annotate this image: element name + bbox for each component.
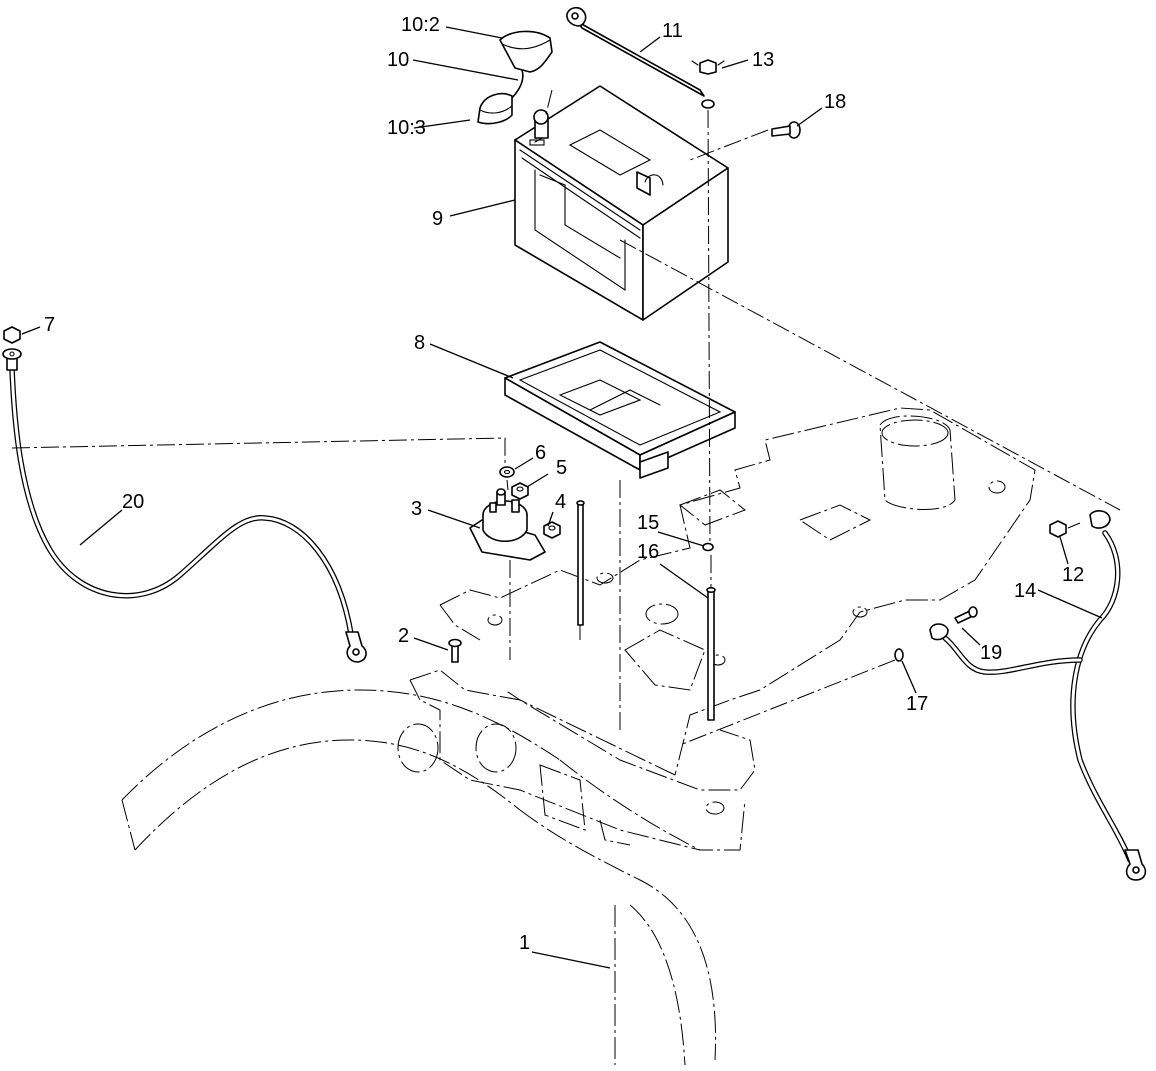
- leader-lines: [21, 26, 1103, 969]
- callout-10-2: 10:2: [401, 14, 440, 36]
- callout-14: 14: [1014, 580, 1036, 602]
- callout-1: 1: [519, 932, 530, 954]
- callout-15: 15: [637, 512, 659, 534]
- callout-11: 11: [662, 20, 683, 42]
- callout-13: 13: [752, 49, 774, 71]
- callout-10: 10: [387, 49, 409, 71]
- callout-18: 18: [824, 91, 846, 113]
- battery-cable-boot: [477, 30, 553, 125]
- cable-19: [929, 606, 1083, 675]
- carriage-bolts: [576, 500, 716, 721]
- callout-labels: 1 2 3 4 5 6 7 8 9 10 10:2 10:3 11 12 13 …: [44, 14, 1084, 954]
- callout-3: 3: [411, 498, 422, 520]
- battery: [514, 85, 729, 321]
- nut-4: [543, 521, 561, 539]
- callout-10-3: 10:3: [387, 117, 426, 139]
- callout-4: 4: [555, 491, 566, 513]
- nut-12: [1049, 520, 1067, 538]
- washer-6: [499, 466, 515, 478]
- nut-7: [2, 326, 22, 360]
- assembly-lines: [11, 89, 1121, 746]
- callout-17: 17: [906, 693, 928, 715]
- positive-cable-14: [1070, 510, 1147, 881]
- battery-tray: [504, 341, 736, 479]
- callout-5: 5: [556, 457, 567, 479]
- nut-5: [511, 482, 529, 500]
- callout-16: 16: [637, 541, 659, 563]
- callout-6: 6: [535, 442, 546, 464]
- ground-cable-20: [6, 351, 367, 663]
- callout-20: 20: [122, 491, 144, 513]
- hold-down-rod: [566, 6, 725, 109]
- callout-7: 7: [44, 314, 55, 336]
- screw-2: [448, 638, 462, 663]
- callout-8: 8: [414, 332, 425, 354]
- callout-2: 2: [398, 625, 409, 647]
- callout-19: 19: [980, 642, 1002, 664]
- callout-9: 9: [432, 208, 443, 230]
- frame-phantom: [121, 689, 717, 1066]
- solenoid: [469, 488, 546, 561]
- washer-17: [894, 648, 904, 662]
- screw-18: [771, 121, 801, 139]
- callout-12: 12: [1062, 564, 1084, 586]
- mounting-plate: [397, 407, 1036, 851]
